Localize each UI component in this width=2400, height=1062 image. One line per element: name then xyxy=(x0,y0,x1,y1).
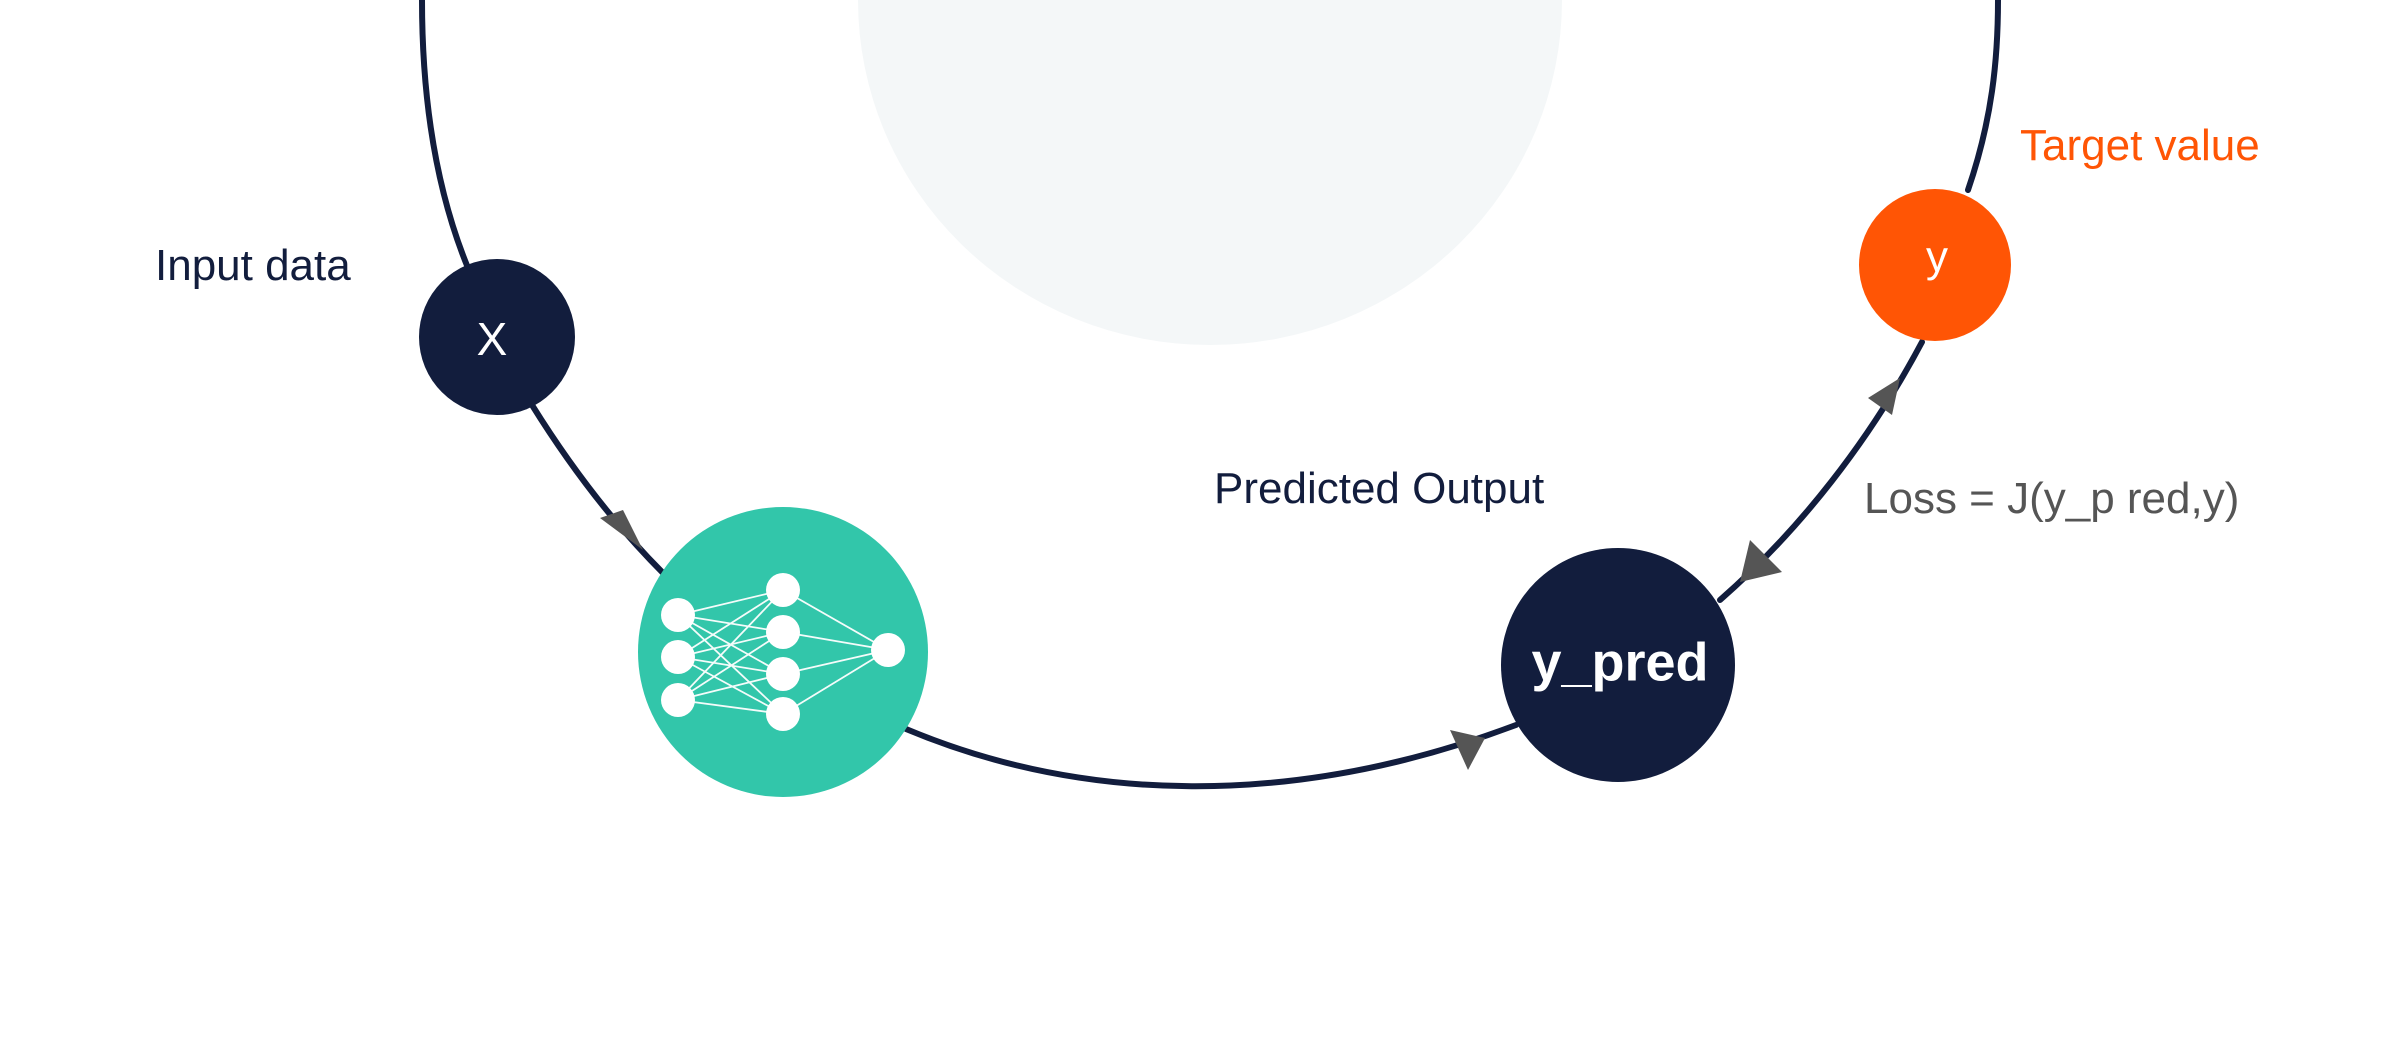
curve-network-to-ypred xyxy=(903,722,1519,790)
background-circle xyxy=(858,0,1562,345)
arrowheads xyxy=(600,378,1900,770)
x-node-label: X xyxy=(477,313,508,365)
target-value-label: Target value xyxy=(2020,121,2260,170)
y-pred-node xyxy=(1501,548,1735,782)
arrowhead-to-ypred-from-loss xyxy=(1740,540,1782,582)
predicted-output-label: Predicted Output xyxy=(1214,464,1544,513)
curve-right-top xyxy=(1965,0,2001,193)
input-data-label: Input data xyxy=(155,241,351,290)
curve-left-top xyxy=(419,0,471,271)
loss-label: Loss = J(y_p red,y) xyxy=(1864,474,2239,523)
curve-x-to-network xyxy=(529,402,667,577)
y-pred-node-label: y_pred xyxy=(1531,632,1708,692)
arrowhead-to-y xyxy=(1868,378,1900,415)
neural-network-icon xyxy=(661,573,905,731)
arrowhead-to-ypred xyxy=(1450,730,1485,770)
neural-network-node xyxy=(638,507,928,797)
y-node-label: y xyxy=(1926,233,1948,282)
y-node xyxy=(1859,189,2011,341)
x-node xyxy=(419,259,575,415)
arrowhead-to-network xyxy=(600,510,643,550)
